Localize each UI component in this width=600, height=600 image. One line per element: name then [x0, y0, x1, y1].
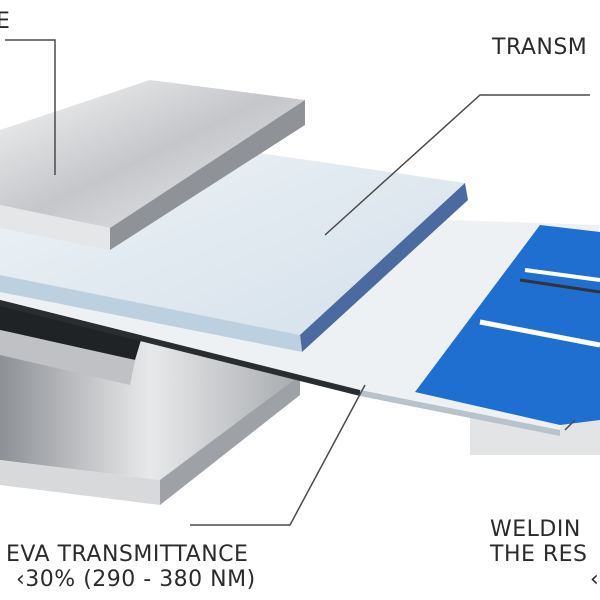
top-press-plate	[0, 80, 305, 250]
leader-lines	[5, 39, 590, 526]
label-welding-line3: ‹	[590, 567, 600, 592]
solar-cells	[415, 225, 600, 425]
label-eva-line2: ‹30% (290 - 380 NM)	[16, 567, 256, 592]
label-welding-line2: THE RES	[490, 542, 588, 567]
label-top-left: E	[0, 9, 11, 34]
label-eva-line1: EVA TRANSMITTANCE	[6, 542, 249, 567]
lower-metal-plate	[0, 330, 135, 385]
label-welding-line1: WELDIN	[490, 517, 581, 542]
label-transmittance: TRANSM	[492, 35, 588, 60]
